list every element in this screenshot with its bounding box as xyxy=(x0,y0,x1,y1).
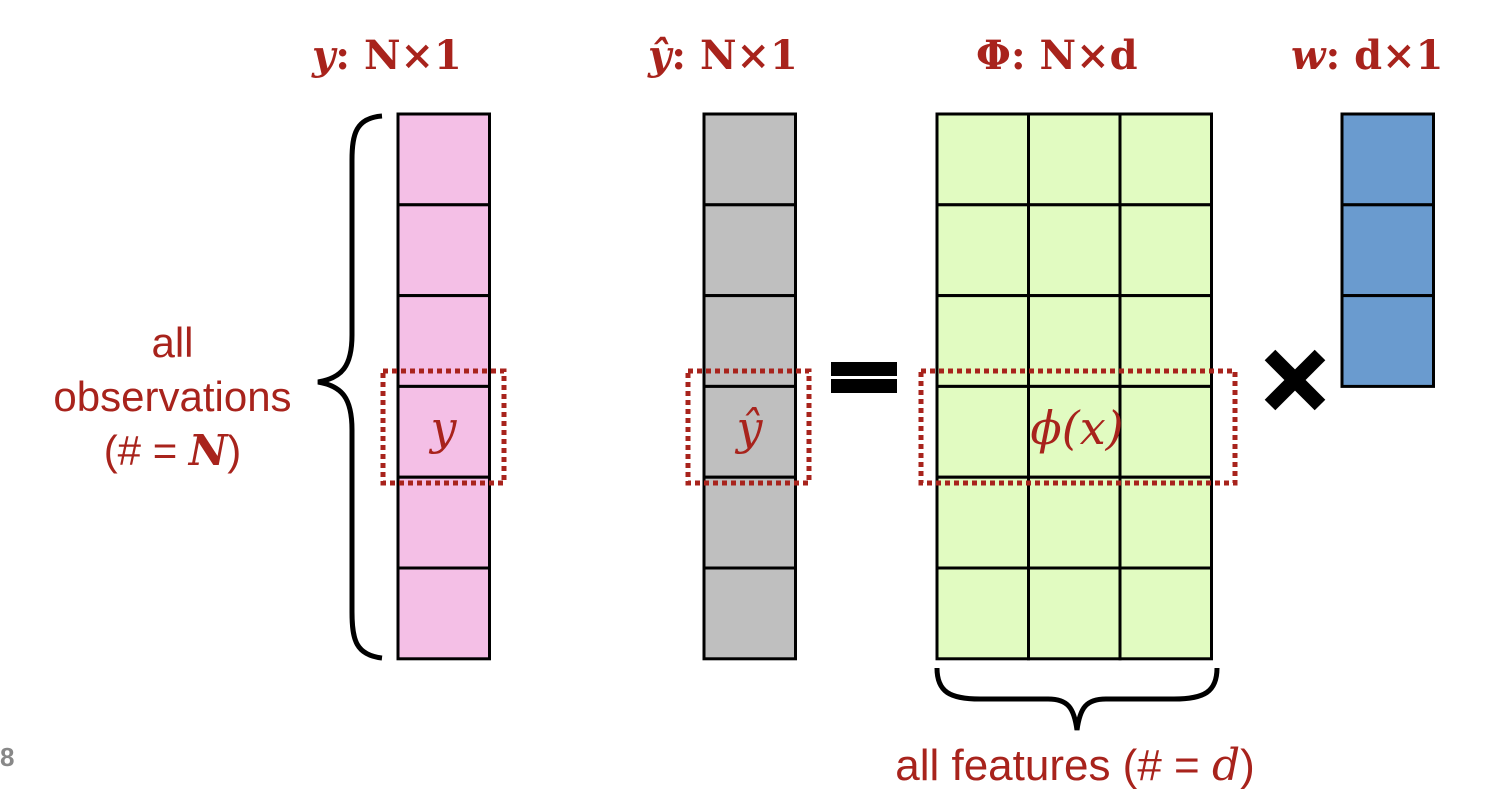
phi-title-symbol: Φ xyxy=(976,32,1011,79)
w-title-symbol: w xyxy=(1291,32,1326,79)
phi-cell xyxy=(935,384,1030,479)
w-cell xyxy=(1340,203,1435,298)
phi-cell xyxy=(1118,566,1213,661)
phi-cell xyxy=(1118,112,1213,207)
phi-row-highlight xyxy=(918,368,1238,486)
y-cell xyxy=(396,112,491,207)
y-vector xyxy=(396,112,491,661)
w-cell xyxy=(1340,112,1435,207)
phi-cell xyxy=(1118,203,1213,298)
y-title: y: N×1 xyxy=(312,28,462,84)
side-label-line1: all xyxy=(151,319,194,366)
side-label-suffix: ) xyxy=(227,427,242,474)
phi-matrix xyxy=(935,112,1213,661)
multiply-icon xyxy=(1264,349,1326,411)
phi-cell-label: ϕ(x) xyxy=(1030,401,1124,455)
phi-cell xyxy=(1118,384,1213,479)
side-label-line3: (# = N) xyxy=(0,424,345,478)
yhat-cell xyxy=(702,112,797,207)
yhat-cell xyxy=(702,566,797,661)
y-cell xyxy=(396,384,491,479)
phi-cell xyxy=(1027,203,1122,298)
phi-cell xyxy=(1027,112,1122,207)
phi-cell xyxy=(1027,566,1122,661)
phi-cell xyxy=(935,566,1030,661)
phi-cell xyxy=(1118,475,1213,570)
y-title-dims: : N×1 xyxy=(335,32,462,79)
y-title-symbol: y xyxy=(312,32,336,79)
left-curly-brace-icon xyxy=(317,113,383,661)
bottom-curly-brace-icon xyxy=(934,667,1220,731)
w-title-dims: : d×1 xyxy=(1325,32,1444,79)
yhat-vector xyxy=(702,112,797,661)
bottom-label-symbol: d xyxy=(1211,740,1241,791)
phi-title: Φ: N×d xyxy=(976,28,1138,84)
side-label-symbol: N xyxy=(188,426,228,475)
yhat-title-symbol: ŷ xyxy=(648,32,672,79)
y-cell xyxy=(396,566,491,661)
w-vector xyxy=(1340,112,1435,388)
w-cell xyxy=(1340,294,1435,388)
phi-cell xyxy=(1027,384,1122,479)
y-cell xyxy=(396,475,491,570)
phi-cell xyxy=(1027,475,1122,570)
all-features-label: all features (# = d) xyxy=(830,736,1320,796)
yhat-cell-label: ŷ xyxy=(736,401,763,455)
phi-cell xyxy=(935,112,1030,207)
phi-title-dims: : N×d xyxy=(1010,32,1138,79)
yhat-title-dims: : N×1 xyxy=(671,32,798,79)
side-label-prefix: (# = xyxy=(103,427,189,474)
yhat-title: ŷ: N×1 xyxy=(648,28,798,84)
w-title: w: d×1 xyxy=(1291,28,1443,84)
page-number: 8 xyxy=(0,742,15,772)
yhat-cell xyxy=(702,384,797,479)
phi-cell xyxy=(935,475,1030,570)
yhat-row-highlight xyxy=(685,368,812,486)
phi-cell xyxy=(935,203,1030,298)
y-row-highlight xyxy=(380,368,507,486)
y-cell xyxy=(396,203,491,298)
bottom-label-suffix: ) xyxy=(1240,741,1255,790)
phi-cell xyxy=(1118,294,1213,388)
yhat-cell xyxy=(702,475,797,570)
y-cell-label: y xyxy=(430,401,457,455)
equals-icon xyxy=(831,362,897,393)
bottom-label-prefix: all features (# = xyxy=(895,741,1212,790)
all-observations-label: all observations (# = N) xyxy=(0,316,345,478)
side-label-line2: observations xyxy=(53,373,292,420)
yhat-cell xyxy=(702,203,797,298)
